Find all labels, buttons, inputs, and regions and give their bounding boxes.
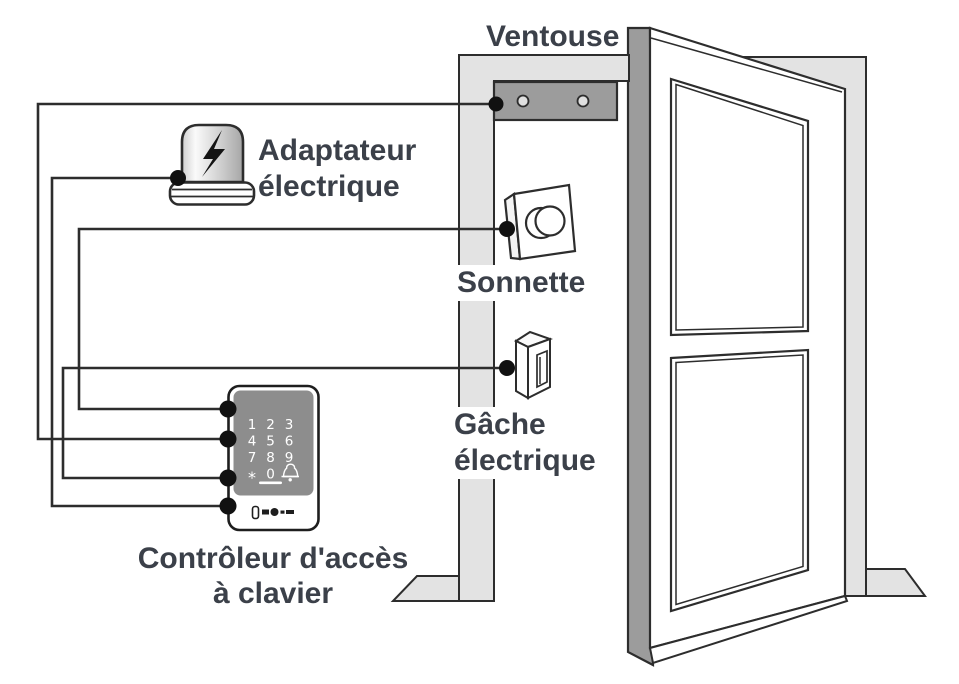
keypad-key: 9 [285,450,294,466]
controleur-port-2 [219,430,237,448]
label-gache: Gâche électrique [451,407,599,479]
frame-foot-right [865,568,927,597]
label-adaptateur: Adaptateur électrique [258,133,416,205]
wires [36,102,507,508]
keypad-key: 1 [248,417,257,433]
sonnette-icon [503,183,577,261]
adaptateur-icon [168,123,256,206]
door-panel-bottom [669,348,810,613]
label-gache-line2: électrique [454,444,596,477]
door-bottom-edge [648,594,849,665]
keypad-key: 2 [266,417,275,433]
dot-adaptateur [170,170,186,186]
door [626,26,849,667]
keypad-panel [233,390,314,496]
label-sonnette: Sonnette [454,265,589,301]
door-panel-top [669,77,810,337]
bell-icon [281,463,299,482]
label-adaptateur-line2: électrique [258,170,400,203]
keypad-key: 0 [266,467,275,483]
lightning-bolt-icon [202,130,225,177]
keypad-key: 3 [285,417,294,433]
gache-icon [513,330,553,400]
label-ventouse: Ventouse [486,20,620,53]
controleur-port-3 [219,469,237,487]
wire-to-gache [61,366,507,480]
keypad-key: * [248,468,256,487]
dot-sonnette [499,221,515,237]
label-gache-line1: Gâche [454,408,546,441]
wire-to-ventouse [36,102,496,441]
controleur-port-4 [219,497,237,515]
label-controleur: Contrôleur d'accès à clavier [130,541,416,611]
door-frame-left [390,54,630,602]
keypad-key: 8 [266,450,275,466]
keypad-key: 6 [285,434,294,450]
label-controleur-line1: Contrôleur d'accès [137,542,409,575]
keypad-controller: 1 2 3 4 5 6 7 8 9 * 0 [227,384,320,532]
wire-to-adaptateur [50,176,228,508]
label-adaptateur-line1: Adaptateur [258,134,417,167]
keypad-key: 4 [248,434,257,450]
dot-ventouse [488,96,504,112]
keypad-key: 7 [248,450,257,466]
controleur-port-1 [219,400,237,418]
door-face [648,26,847,650]
dot-gache [499,360,515,376]
brand-logo [251,505,294,520]
label-controleur-line2: à clavier [212,577,334,610]
ventouse-icon [492,80,619,122]
door-hinge-edge [626,26,655,667]
connection-dots [170,96,515,515]
wire-to-sonnette [77,227,507,411]
keypad-key: 5 [266,434,275,450]
